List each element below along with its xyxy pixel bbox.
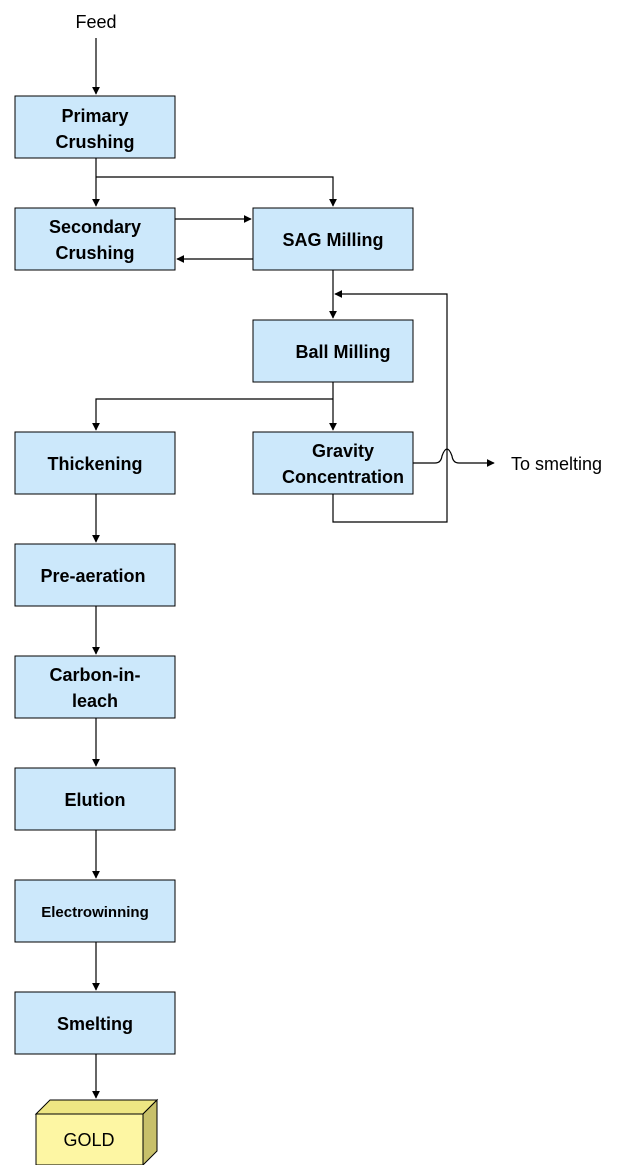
node-sag-milling-label: SAG Milling [283,230,384,250]
node-thickening: Thickening [14,431,176,495]
connector-gravity-recycle [332,290,448,523]
node-secondary-crushing-line-1: Secondary [49,217,141,237]
node-smelting-label: Smelting [57,1014,133,1034]
feed-label: Feed [75,12,116,32]
node-gravity-concentration-line-2: Concentration [282,467,404,487]
node-elution-label: Elution [65,790,126,810]
node-pre-aeration: Pre-aeration [14,543,176,607]
node-primary-crushing-line-2: Crushing [56,132,135,152]
node-elution: Elution [14,767,176,831]
gold-label: GOLD [63,1130,114,1150]
node-thickening-label: Thickening [47,454,142,474]
node-pre-aeration-label: Pre-aeration [40,566,145,586]
node-electrowinning: Electrowinning [14,879,176,943]
connectors [92,38,495,1099]
gold-product-block: GOLD [34,1098,159,1165]
to-smelting-label: To smelting [511,454,602,474]
node-primary-crushing-line-1: Primary [61,106,128,126]
node-sag-milling: SAG Milling [252,207,414,271]
node-electrowinning-label: Electrowinning [41,904,149,921]
connector-split-thickening [92,398,333,431]
node-gravity-concentration: Gravity Concentration [252,431,414,495]
node-smelting: Smelting [14,991,176,1055]
connector-gravity-out [413,448,495,467]
node-ball-milling: Ball Milling [252,319,414,383]
node-primary-crushing: Primary Crushing [14,95,176,159]
node-ball-milling-label: Ball Milling [295,342,390,362]
node-secondary-crushing: Secondary Crushing [14,207,176,271]
node-carbon-in-leach: Carbon-in- leach [14,655,176,719]
connector-primary-sag [96,176,337,207]
node-secondary-crushing-line-2: Crushing [56,243,135,263]
node-carbon-in-leach-line-2: leach [72,691,118,711]
node-carbon-in-leach-line-1: Carbon-in- [50,665,141,685]
node-gravity-concentration-line-1: Gravity [312,441,374,461]
